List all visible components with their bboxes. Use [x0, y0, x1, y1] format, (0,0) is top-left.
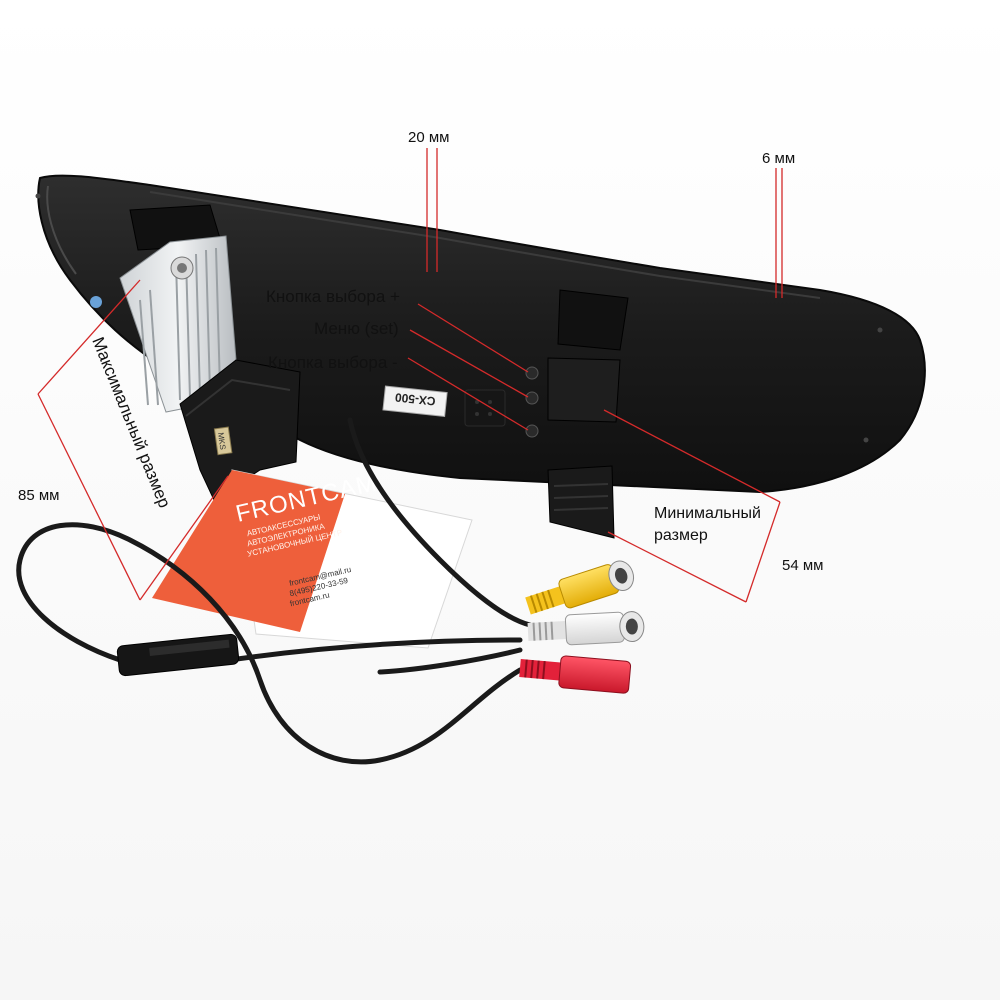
- rear-camera: MKS: [119, 235, 301, 501]
- rca-red: [519, 655, 632, 694]
- model-label: CX-500: [394, 390, 436, 408]
- dim-6mm-label: 6 мм: [762, 150, 795, 167]
- min-size-label-line1: Минимальный: [654, 505, 761, 522]
- rca-white: [527, 611, 645, 646]
- button-minus-label: Кнопка выбора -: [268, 353, 398, 372]
- menu-set-label: Меню (set): [314, 319, 399, 338]
- button-minus[interactable]: [525, 424, 539, 438]
- video-cable: [16, 417, 533, 765]
- button-plus[interactable]: [525, 366, 539, 380]
- camera-label: MKS: [216, 432, 227, 450]
- annotation-lines: [37, 148, 783, 603]
- min-size-value: 54 мм: [782, 557, 823, 574]
- max-size-value: 85 мм: [18, 487, 59, 504]
- button-menu-set[interactable]: [525, 391, 539, 405]
- speaker-grille: [464, 389, 506, 427]
- button-plus-label: Кнопка выбора +: [266, 287, 400, 306]
- business-card: FRONTCAM АВТОАКСЕССУАРЫ АВТОЭЛЕКТРОНИКА …: [152, 469, 473, 649]
- min-size-label-line2: размер: [654, 527, 708, 544]
- rca-yellow: [525, 560, 635, 615]
- mount-dot: [90, 296, 102, 308]
- dim-20mm-label: 20 мм: [408, 129, 449, 146]
- strap-clip-right: [557, 289, 629, 351]
